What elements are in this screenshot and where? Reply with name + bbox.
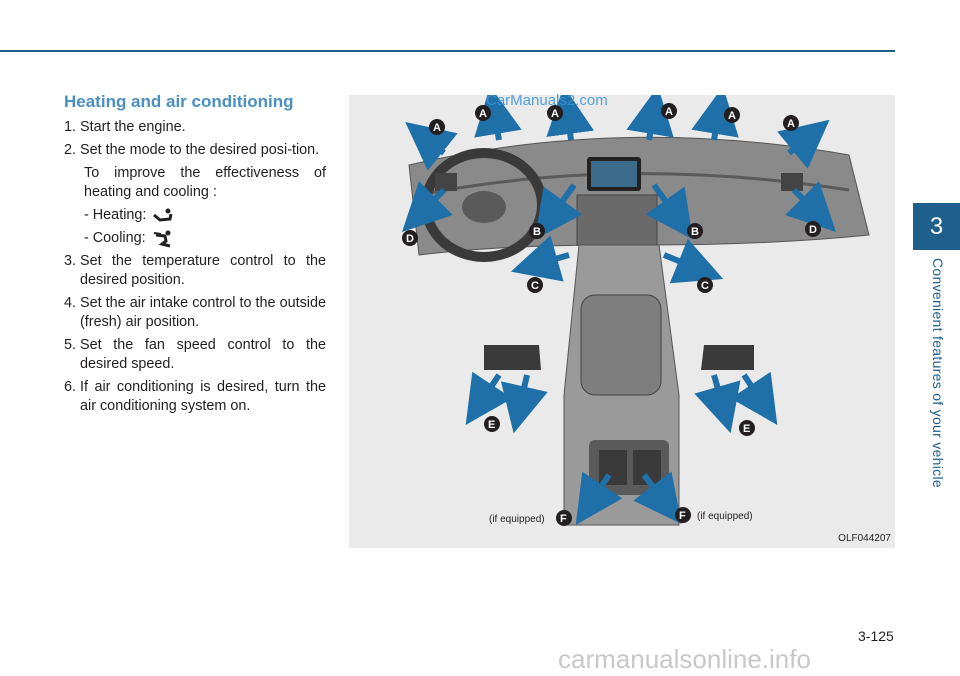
svg-text:A: A	[433, 122, 441, 134]
dashboard-illustration: A A A A A A B B C C D D E E F F	[402, 95, 870, 526]
vent-diagram: A A A A A A B B C C D D E E F F (if equi…	[349, 95, 895, 548]
improve-note: To improve the effectiveness of heating …	[84, 165, 326, 200]
step-2: 2.Set the mode to the desired posi-tion.	[64, 142, 320, 158]
svg-text:A: A	[551, 108, 559, 120]
svg-text:A: A	[728, 110, 736, 122]
svg-text:E: E	[743, 423, 750, 435]
svg-text:F: F	[560, 513, 567, 525]
step-3: 3.Set the temperature control to the des…	[64, 253, 326, 288]
heating-mode: - Heating:	[64, 206, 326, 225]
section-heading: Heating and air conditioning	[64, 92, 294, 111]
vent-label-e: E	[484, 416, 500, 432]
svg-text:C: C	[531, 280, 539, 292]
svg-text:A: A	[479, 108, 487, 120]
floor-vent-icon	[153, 208, 173, 222]
vent-label-a: A	[475, 105, 491, 121]
face-vent-icon	[153, 230, 171, 247]
svg-text:A: A	[665, 106, 673, 118]
figure-code: OLF044207	[838, 533, 891, 544]
vent-label-e: E	[739, 420, 755, 436]
if-equipped-right: (if equipped)	[697, 511, 753, 522]
svg-text:D: D	[809, 224, 817, 236]
vent-label-d: D	[402, 230, 418, 246]
steps-list: 1.Start the engine. 2.Set the mode to th…	[64, 118, 326, 420]
vent-label-f: F	[556, 510, 572, 526]
step-4: 4.Set the air intake control to the outs…	[64, 295, 326, 330]
cooling-mode: - Cooling:	[64, 229, 326, 248]
vent-label-b: B	[687, 223, 703, 239]
step-1: 1.Start the engine.	[64, 119, 186, 135]
vent-label-a: A	[783, 115, 799, 131]
svg-text:F: F	[679, 510, 686, 522]
if-equipped-left: (if equipped)	[489, 514, 545, 525]
svg-text:E: E	[488, 419, 495, 431]
svg-text:A: A	[787, 118, 795, 130]
vent-label-c: C	[697, 277, 713, 293]
step-5: 5.Set the fan speed control to the desir…	[64, 337, 326, 372]
chapter-title: Convenient features of your vehicle	[930, 258, 946, 488]
vent-label-c: C	[527, 277, 543, 293]
vent-label-a: A	[429, 119, 445, 135]
footer-watermark: carmanualsonline.info	[558, 644, 811, 674]
page-number: 3-125	[858, 628, 894, 644]
vent-label-b: B	[529, 223, 545, 239]
vent-label-a: A	[547, 105, 563, 121]
vent-label-d: D	[805, 221, 821, 237]
header-rule	[0, 50, 895, 52]
vent-label-a: A	[661, 103, 677, 119]
chapter-number-tab: 3	[913, 203, 960, 250]
svg-text:D: D	[406, 233, 414, 245]
vent-label-f: F	[675, 507, 691, 523]
svg-text:B: B	[533, 226, 541, 238]
watermark: CarManuals2.com	[486, 92, 608, 109]
vent-label-a: A	[724, 107, 740, 123]
svg-text:B: B	[691, 226, 699, 238]
svg-text:C: C	[701, 280, 709, 292]
step-6: 6.If air conditioning is desired, turn t…	[64, 379, 326, 414]
